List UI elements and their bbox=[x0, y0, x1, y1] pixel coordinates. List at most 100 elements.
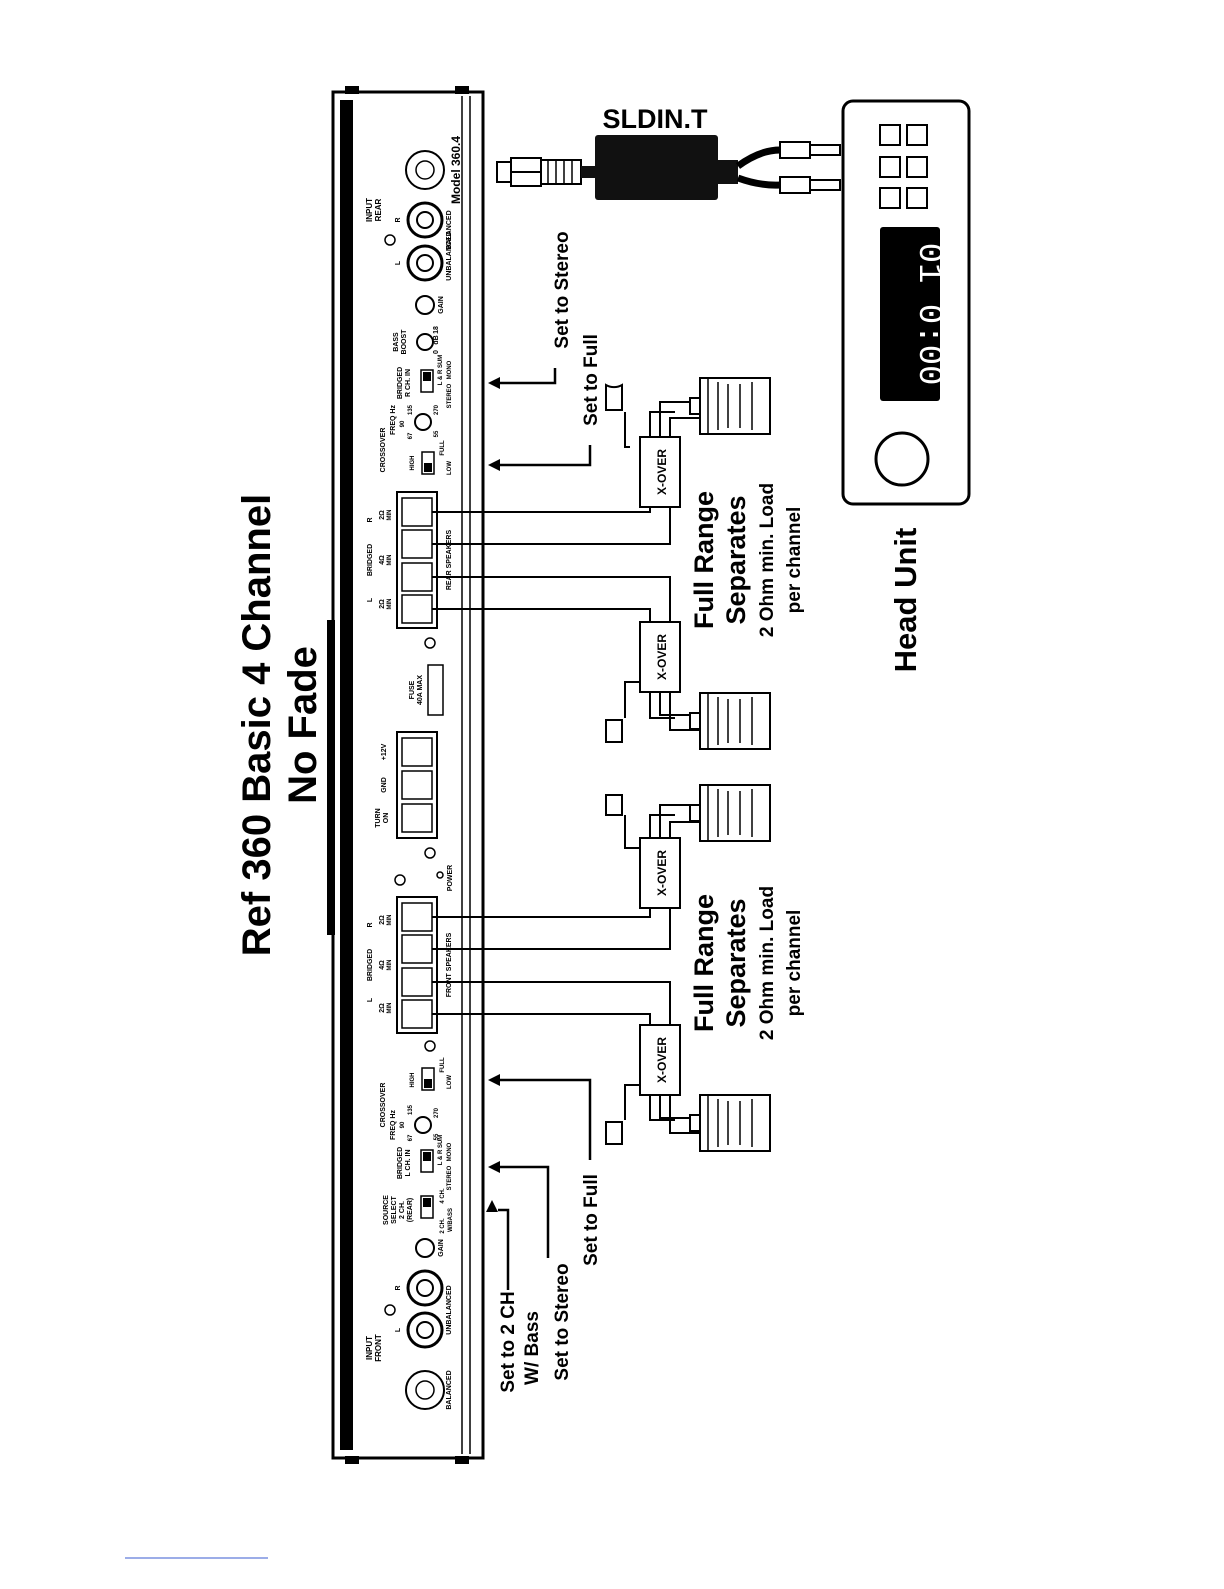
front-balanced-label: BALANCED bbox=[446, 1370, 453, 1409]
front-speakers-min-l: MIN bbox=[387, 1003, 393, 1014]
power-terminal-turn-on bbox=[401, 803, 433, 833]
rear-bridged-switch-knob bbox=[423, 372, 431, 381]
front-crossover-label: CROSSOVER bbox=[380, 1083, 387, 1128]
front-speakers-min-bridged: MIN bbox=[387, 960, 393, 971]
rear-speakers-2ohm-l: 2Ω bbox=[379, 599, 386, 609]
woofer-icon bbox=[689, 377, 771, 435]
front-l-minus-wire bbox=[432, 1013, 651, 1025]
front-crossover-full: FULL bbox=[440, 1057, 446, 1073]
rear-speakers-l: L bbox=[367, 597, 374, 602]
crossover-tweeter-wire bbox=[649, 814, 675, 838]
front-2ch-callout-arrow bbox=[486, 1200, 498, 1212]
rear-group-line-2: Separates bbox=[721, 495, 751, 624]
front-crossover-f270: 270 bbox=[434, 1107, 440, 1118]
power-12v-label: +12V bbox=[381, 743, 388, 760]
rear-bridged-sum: L & R SUM bbox=[438, 355, 444, 386]
crossover-front-top: X-OVER bbox=[605, 784, 771, 909]
crossover-woofer-wire bbox=[659, 804, 700, 838]
front-input-label-1: INPUT bbox=[365, 1336, 374, 1360]
source-select-switch-knob bbox=[423, 1198, 431, 1207]
preset-button bbox=[879, 124, 901, 146]
head-unit-display bbox=[880, 227, 940, 401]
bass-boost-label-2: BOOST bbox=[401, 329, 408, 355]
rear-crossover-mode-switch-knob bbox=[424, 463, 432, 472]
crossover-front-bottom: X-OVER bbox=[605, 1024, 771, 1152]
fuse-section: FUSE 40A MAX bbox=[409, 664, 444, 716]
annotations: Set to Stereo Set to Full Set to Full Se… bbox=[486, 231, 602, 1393]
front-set-full-label: Set to Full bbox=[581, 1174, 602, 1266]
rear-crossover-freq-knob bbox=[414, 413, 432, 431]
front-bridged-sum: L & R SUM bbox=[438, 1135, 444, 1166]
source-select-2ch: 2 CH. bbox=[440, 1218, 446, 1234]
bass-boost-knob bbox=[416, 333, 434, 351]
front-balanced-input-jack bbox=[405, 1370, 445, 1410]
rear-speakers-min-bridged: MIN bbox=[387, 555, 393, 566]
front-group-line-3: 2 Ohm min. Load bbox=[757, 886, 778, 1040]
rear-l-minus-wire bbox=[432, 608, 651, 622]
page-title: Ref 360 Basic 4 Channel No Fade bbox=[235, 494, 325, 956]
crossover-label: X-OVER bbox=[655, 1037, 669, 1083]
rear-gain-knob bbox=[415, 295, 435, 315]
front-speakers-r: R bbox=[367, 922, 374, 927]
rear-crossover-freq: FREQ Hz bbox=[390, 405, 397, 435]
rear-unbalanced-label: UNBALANCED bbox=[446, 231, 453, 280]
rear-l-plus-wire bbox=[432, 576, 671, 622]
rear-bridged-mono: MONO bbox=[447, 360, 453, 379]
tweeter-icon bbox=[605, 794, 623, 816]
bass-boost-max: 18 bbox=[433, 326, 440, 334]
rear-input-r-label: R bbox=[395, 217, 402, 222]
front-group-line-1: Full Range bbox=[689, 894, 719, 1032]
source-select-wbass: W/BASS bbox=[448, 1208, 454, 1232]
front-rca-r-jack-center bbox=[416, 1279, 434, 1297]
rear-speakers-4ohm: 4Ω bbox=[379, 555, 386, 565]
front-2ch-callout-line bbox=[498, 1208, 510, 1290]
woofer-icon bbox=[689, 1094, 771, 1152]
rear-balanced-input-jack bbox=[405, 150, 445, 190]
front-crossover-f55: 55 bbox=[434, 1133, 440, 1140]
rear-stereo-callout-arrow bbox=[488, 377, 500, 389]
power-terminals: +12V GND TURN ON POWER bbox=[375, 731, 454, 891]
front-input-ground-icon bbox=[384, 1304, 396, 1316]
amplifier-heatsink-edge bbox=[340, 100, 353, 1450]
bass-boost-min: 0 bbox=[433, 350, 440, 354]
rear-speakers-r: R bbox=[367, 517, 374, 522]
rear-terminal-screw-icon bbox=[424, 637, 436, 649]
front-full-callout-arrow bbox=[488, 1074, 500, 1086]
rear-terminal-l-plus bbox=[401, 562, 433, 592]
front-speakers-bridged: BRIDGED bbox=[367, 949, 374, 981]
power-terminal-gnd bbox=[401, 770, 433, 800]
rear-bridged-label-1: BRIDGED bbox=[397, 367, 404, 399]
front-crossover-f67: 67 bbox=[408, 1134, 414, 1141]
crossover-label: X-OVER bbox=[655, 634, 669, 680]
rear-crossover-full: FULL bbox=[440, 440, 446, 456]
amplifier-foot bbox=[455, 86, 469, 94]
front-terminal-r-plus bbox=[401, 902, 433, 932]
head-unit: 01 0:00 Head Unit bbox=[841, 99, 971, 672]
front-crossover-freq-knob bbox=[414, 1116, 432, 1134]
source-select-label-2: SELECT bbox=[391, 1195, 398, 1223]
front-gain-label: GAIN bbox=[438, 1239, 445, 1257]
rear-crossover-low: LOW bbox=[447, 461, 453, 475]
crossover-box bbox=[639, 621, 681, 693]
din-plug-icon bbox=[496, 157, 595, 187]
front-input-l-label: L bbox=[395, 1327, 402, 1332]
rear-group-line-1: Full Range bbox=[689, 491, 719, 629]
front-speakers-2ohm-l: 2Ω bbox=[379, 1003, 386, 1013]
model-label: Model 360.4 bbox=[449, 136, 463, 204]
front-input-label-2: FRONT bbox=[374, 1334, 383, 1362]
front-terminal-l-minus bbox=[401, 999, 433, 1029]
bass-boost-section: BASS BOOST 18 dB 0 bbox=[393, 326, 440, 354]
front-crossover-mode-switch-knob bbox=[424, 1079, 432, 1088]
power-on-label: ON bbox=[383, 813, 390, 824]
front-bridged-mono: MONO bbox=[447, 1142, 453, 1161]
rear-terminal-r-plus bbox=[401, 497, 433, 527]
rear-input-ground-icon bbox=[384, 234, 396, 246]
adapter-box bbox=[595, 135, 718, 200]
fuse-label-1: FUSE bbox=[409, 680, 416, 699]
front-speakers-min-r: MIN bbox=[387, 915, 393, 926]
rear-speaker-terminals: R L BRIDGED 2Ω MIN 4Ω MIN 2Ω MIN REAR SP… bbox=[367, 491, 453, 649]
front-crossover-f90: 90 bbox=[400, 1121, 406, 1128]
power-terminal-screw-icon bbox=[424, 847, 436, 859]
rear-balanced-label: BALANCED bbox=[446, 210, 453, 249]
